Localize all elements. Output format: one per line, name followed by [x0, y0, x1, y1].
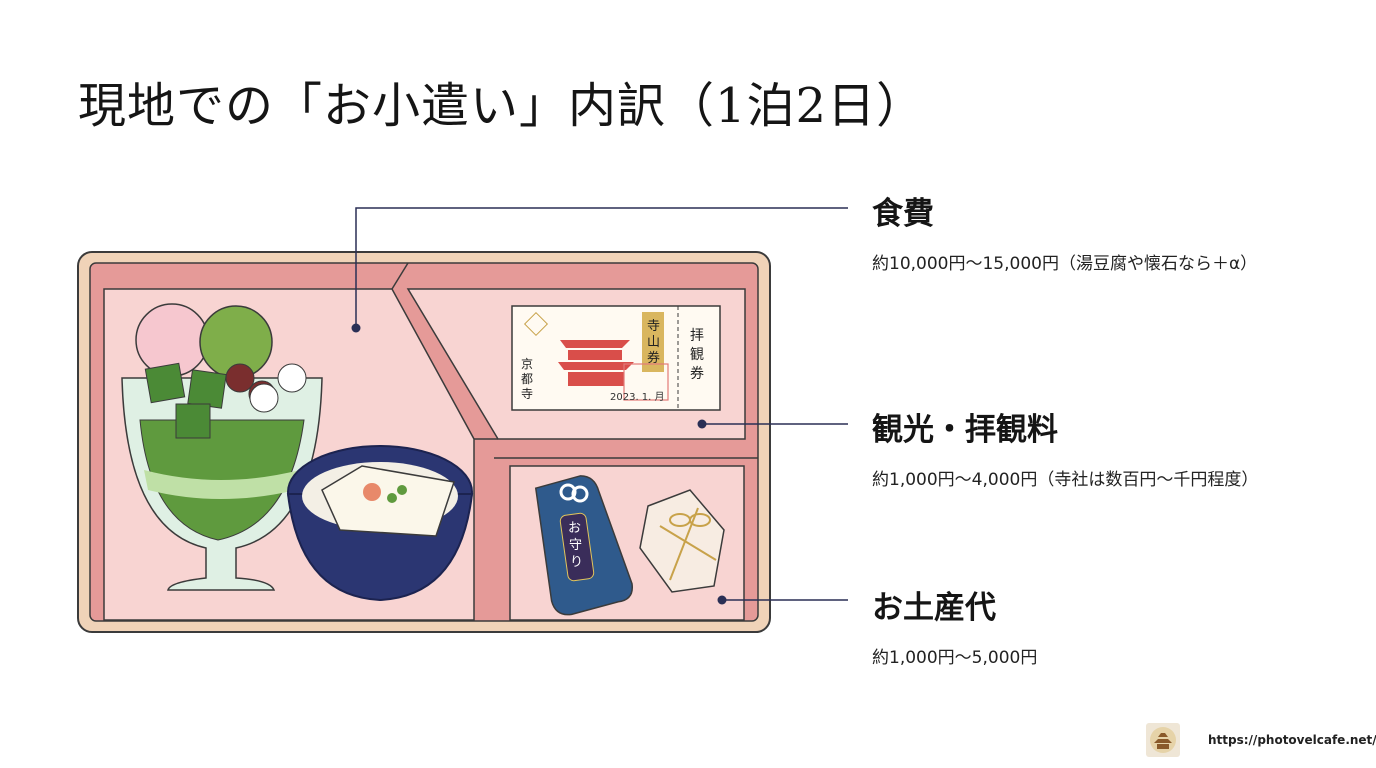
category-desc: 約1,000円〜5,000円 — [872, 648, 1038, 668]
ticket-title-text: 寺山券 — [647, 319, 660, 366]
ticket-date-text: 2023. 1. 月 — [610, 391, 665, 403]
category-name: 観光・拝観料 — [872, 412, 1058, 448]
category-food: 食費 約10,000円〜15,000円（湯豆腐や懐石なら＋α） — [872, 188, 1257, 274]
matcha-parfait-icon — [121, 303, 323, 591]
ticket-temple-text: 京都寺 — [521, 357, 533, 401]
category-name: 食費 — [872, 196, 934, 232]
category-souvenir: お土産代 約1,000円〜5,000円 — [872, 582, 1037, 668]
gift-box-icon — [639, 489, 725, 593]
yudofu-bowl-icon — [286, 445, 474, 602]
category-sightseeing: 観光・拝観料 約1,000円〜4,000円（寺社は数百円〜千円程度） — [872, 404, 1258, 490]
page-title: 現地での「お小遣い」内訳（1泊2日） — [78, 78, 926, 134]
ticket-stub-text: 拝観券 — [690, 328, 704, 382]
omamori-label-text: お守り — [568, 521, 583, 570]
footer-url-link[interactable]: https://photovelcafe.net/ — [1208, 733, 1376, 747]
omamori-charm-icon — [534, 475, 634, 616]
category-desc: 約10,000円〜15,000円（湯豆腐や懐石なら＋α） — [872, 254, 1258, 274]
category-name: お土産代 — [872, 590, 996, 626]
callout-lines — [351, 207, 848, 605]
category-desc: 約1,000円〜4,000円（寺社は数百円〜千円程度） — [872, 470, 1259, 490]
temple-logo-icon — [1146, 723, 1180, 757]
temple-ticket-icon — [511, 305, 721, 411]
